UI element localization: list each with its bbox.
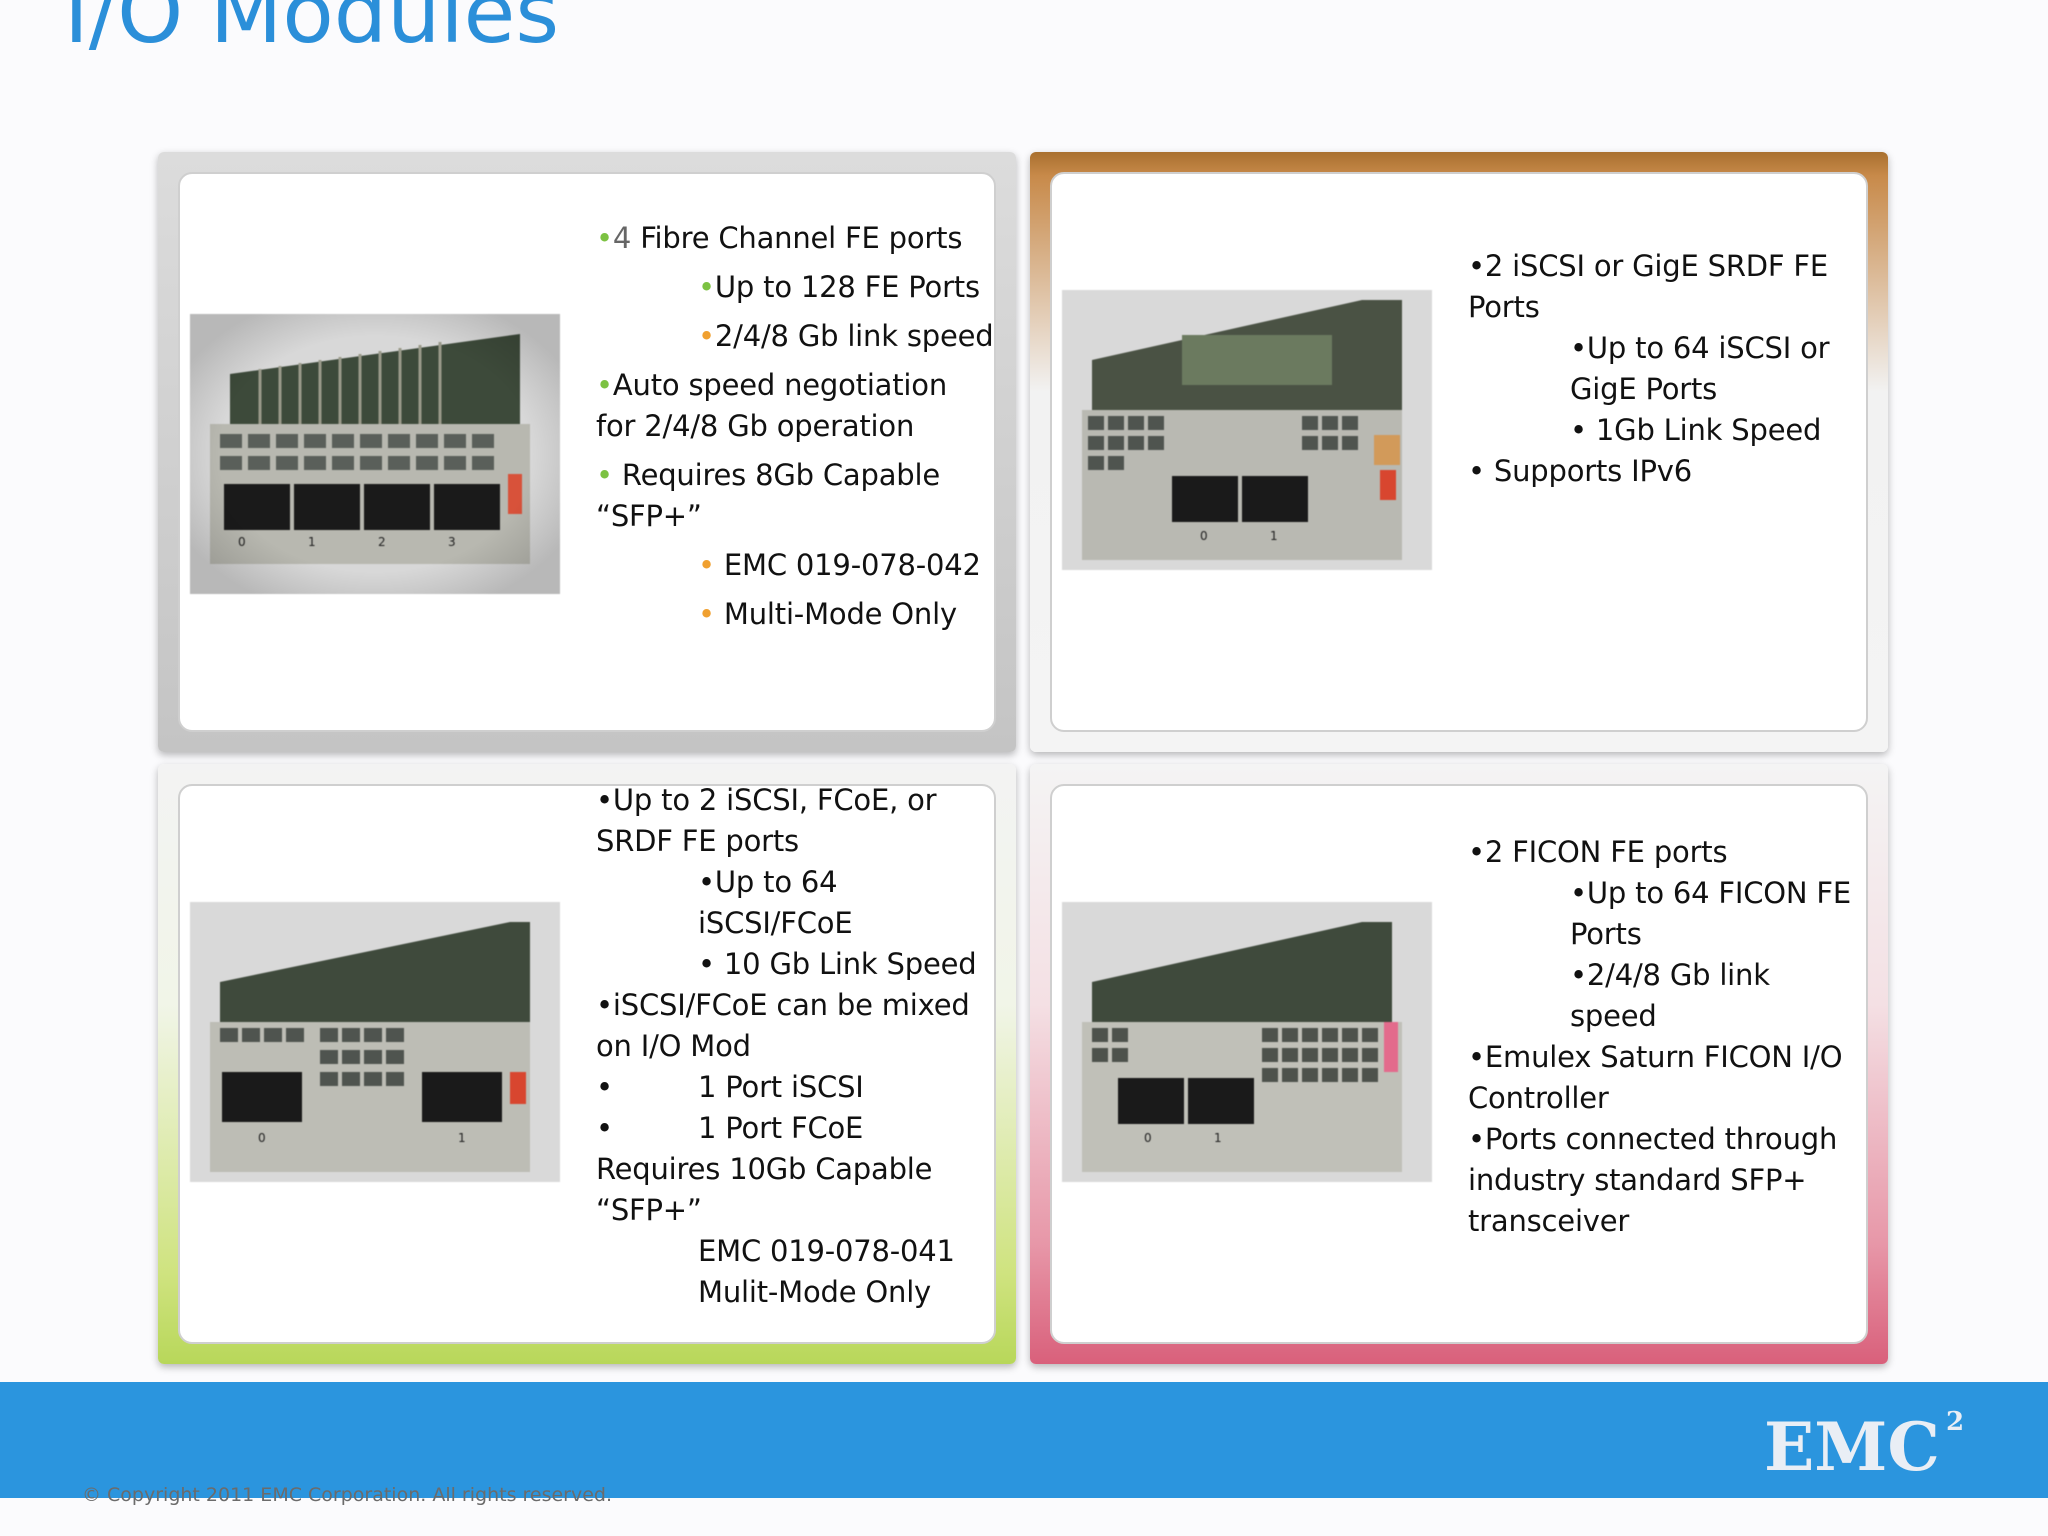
list-item: industry standard SFP+ <box>1468 1163 1807 1197</box>
fibre-channel-module-photo: 0 1 2 3 <box>190 314 560 594</box>
list-item: • Multi-Mode Only <box>698 597 957 631</box>
list-item: Requires 10Gb Capable <box>596 1152 933 1186</box>
list-item: •4 Fibre Channel FE ports <box>596 221 963 255</box>
list-item: •2/4/8 Gb link speed <box>698 319 994 353</box>
list-item: • Requires 8Gb Capable <box>596 458 940 492</box>
list-item: on I/O Mod <box>596 1029 751 1063</box>
iscsi-gige-spec-list: •2 iSCSI or GigE SRDF FE Ports •Up to 64… <box>1468 246 1830 492</box>
logo-text: EMC <box>1764 1408 1940 1480</box>
port-label: 1 <box>1214 1131 1222 1145</box>
list-item: EMC 019-078-041 <box>698 1234 955 1268</box>
copyright-text: © Copyright 2011 EMC Corporation. All ri… <box>82 1484 613 1506</box>
list-item: •1 Port iSCSI <box>596 1070 864 1104</box>
ficon-module-photo: 0 1 <box>1062 902 1432 1182</box>
iscsi-fcoe-module-panel: 0 1 •Up to 2 iSCSI, FCoE, or SRDF FE por… <box>158 764 1016 1364</box>
logo-superscript: 2 <box>1946 1407 1964 1437</box>
list-item: GigE Ports <box>1570 372 1718 406</box>
list-item: “SFP+” <box>596 1193 702 1227</box>
iscsi-fcoe-spec-list: •Up to 2 iSCSI, FCoE, or SRDF FE ports •… <box>596 780 977 1313</box>
list-item: •2/4/8 Gb link <box>1570 958 1770 992</box>
ficon-module-panel: 0 1 •2 FICON FE ports •Up to 64 FICON FE… <box>1030 764 1888 1364</box>
port-label: 0 <box>1200 529 1208 543</box>
list-item: •2 iSCSI or GigE SRDF FE <box>1468 249 1829 283</box>
list-item: •iSCSI/FCoE can be mixed <box>596 988 970 1022</box>
list-item: • 1Gb Link Speed <box>1570 413 1822 447</box>
list-item: for 2/4/8 Gb operation <box>596 409 915 443</box>
list-item: Mulit-Mode Only <box>698 1275 932 1309</box>
list-item: •Auto speed negotiation <box>596 368 948 402</box>
list-item: •Up to 128 FE Ports <box>698 270 980 304</box>
list-item: •Up to 64 <box>698 865 838 899</box>
list-item: • 10 Gb Link Speed <box>698 947 977 981</box>
port-label: 1 <box>1270 529 1278 543</box>
module-grid: 0 1 2 3 •4 Fibre Channel FE ports •Up to… <box>158 152 1890 1364</box>
list-item: transceiver <box>1468 1204 1630 1238</box>
fibre-channel-module-panel: 0 1 2 3 •4 Fibre Channel FE ports •Up to… <box>158 152 1016 752</box>
list-item: • EMC 019-078-042 <box>698 548 981 582</box>
list-item: •1 Port FCoE <box>596 1111 864 1145</box>
list-item: Ports <box>1468 290 1540 324</box>
list-item: •Ports connected through <box>1468 1122 1838 1156</box>
iscsi-fcoe-module-photo: 0 1 <box>190 902 560 1182</box>
list-item: Ports <box>1570 917 1642 951</box>
ficon-spec-list: •2 FICON FE ports •Up to 64 FICON FE Por… <box>1468 832 1851 1242</box>
port-label: 1 <box>458 1131 466 1145</box>
fibre-channel-spec-list: •4 Fibre Channel FE ports •Up to 128 FE … <box>596 218 994 635</box>
list-item: • Supports IPv6 <box>1468 454 1692 488</box>
list-item: iSCSI/FCoE <box>698 906 853 940</box>
list-item: •2 FICON FE ports <box>1468 835 1728 869</box>
iscsi-gige-module-panel: 0 1 •2 iSCSI or GigE SRDF FE Ports •Up t… <box>1030 152 1888 752</box>
list-item: speed <box>1570 999 1657 1033</box>
port-label: 0 <box>1144 1131 1152 1145</box>
footer-bar <box>0 1382 2048 1498</box>
list-item: •Up to 64 FICON FE <box>1570 876 1852 910</box>
list-item: Controller <box>1468 1081 1609 1115</box>
list-item: •Emulex Saturn FICON I/O <box>1468 1040 1843 1074</box>
port-label: 0 <box>258 1131 266 1145</box>
list-item: •Up to 2 iSCSI, FCoE, or <box>596 783 937 817</box>
list-item: SRDF FE ports <box>596 824 799 858</box>
list-item: “SFP+” <box>596 499 702 533</box>
iscsi-gige-module-photo: 0 1 <box>1062 290 1432 570</box>
emc-logo: EMC 2 <box>1760 1400 1970 1486</box>
slide-title: I/O Modules <box>64 0 560 62</box>
list-item: •Up to 64 iSCSI or <box>1570 331 1830 365</box>
